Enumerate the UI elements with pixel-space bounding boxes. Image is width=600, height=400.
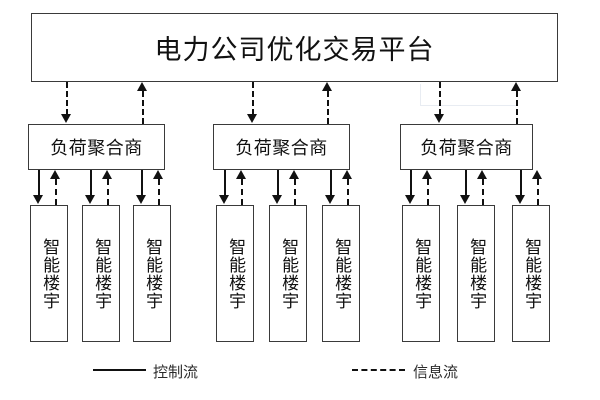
building-label-9: 智能楼宇 <box>522 237 542 310</box>
building-box-2[interactable]: 智能楼宇 <box>82 205 120 342</box>
connector-building-4-to-aggregator-2-up <box>241 179 243 205</box>
connector-building-2-to-aggregator-1-up <box>107 179 109 205</box>
building-label-5: 智能楼宇 <box>279 237 299 310</box>
building-box-7[interactable]: 智能楼宇 <box>402 205 440 342</box>
building-label-4: 智能楼宇 <box>226 237 246 310</box>
connector-aggregator-3-to-building-8-down <box>465 170 467 196</box>
connector-building-1-to-aggregator-1-up <box>55 179 57 205</box>
arrowhead-aggregator-2-to-platform-up <box>322 82 332 91</box>
connector-platform-to-aggregator-2-down <box>252 82 254 115</box>
arrowhead-platform-to-aggregator-3-down <box>434 114 444 123</box>
arrowhead-building-7-to-aggregator-3-up <box>422 170 432 179</box>
building-label-1: 智能楼宇 <box>40 237 60 310</box>
connector-aggregator-1-to-building-3-down <box>141 170 143 196</box>
aggregator-box-1[interactable]: 负荷聚合商 <box>28 124 165 170</box>
building-label-2: 智能楼宇 <box>92 237 112 310</box>
connector-aggregator-1-to-platform-up <box>142 91 144 124</box>
building-box-9[interactable]: 智能楼宇 <box>512 205 550 342</box>
selection-artifact <box>420 84 516 106</box>
connector-building-7-to-aggregator-3-up <box>427 179 429 205</box>
legend-information-flow-label: 信息流 <box>413 363 459 381</box>
aggregator-box-3[interactable]: 负荷聚合商 <box>400 124 533 170</box>
building-label-3: 智能楼宇 <box>143 237 163 310</box>
connector-aggregator-2-to-building-5-down <box>277 170 279 196</box>
aggregator-box-2[interactable]: 负荷聚合商 <box>213 124 350 170</box>
arrowhead-building-3-to-aggregator-1-up <box>153 170 163 179</box>
arrowhead-platform-to-aggregator-2-down <box>247 114 257 123</box>
aggregator-label-3: 负荷聚合商 <box>420 138 513 158</box>
arrowhead-building-4-to-aggregator-2-up <box>236 170 246 179</box>
connector-aggregator-2-to-building-4-down <box>224 170 226 196</box>
arrowhead-building-9-to-aggregator-3-up <box>532 170 542 179</box>
connector-aggregator-3-to-building-7-down <box>410 170 412 196</box>
arrowhead-building-1-to-aggregator-1-up <box>50 170 60 179</box>
connector-aggregator-2-to-platform-up <box>327 91 329 124</box>
arrowhead-aggregator-1-to-platform-up <box>137 82 147 91</box>
arrowhead-aggregator-2-to-building-4-down <box>219 195 229 204</box>
arrowhead-building-8-to-aggregator-3-up <box>477 170 487 179</box>
arrowhead-aggregator-3-to-building-8-down <box>460 195 470 204</box>
connector-aggregator-3-to-platform-up <box>516 91 518 124</box>
building-label-6: 智能楼宇 <box>332 237 352 310</box>
building-box-5[interactable]: 智能楼宇 <box>269 205 307 342</box>
arrowhead-aggregator-1-to-building-1-down <box>33 195 43 204</box>
building-box-1[interactable]: 智能楼宇 <box>30 205 68 342</box>
arrowhead-aggregator-1-to-building-2-down <box>85 195 95 204</box>
connector-aggregator-2-to-building-6-down <box>330 170 332 196</box>
platform-label: 电力公司优化交易平台 <box>154 35 435 65</box>
connector-aggregator-1-to-building-2-down <box>90 170 92 196</box>
arrowhead-aggregator-3-to-building-9-down <box>515 195 525 204</box>
arrowhead-aggregator-3-to-platform-up <box>511 82 521 91</box>
arrowhead-building-6-to-aggregator-2-up <box>342 170 352 179</box>
arrowhead-aggregator-2-to-building-5-down <box>272 195 282 204</box>
connector-platform-to-aggregator-3-down <box>439 82 441 115</box>
building-box-4[interactable]: 智能楼宇 <box>216 205 254 342</box>
arrowhead-aggregator-1-to-building-3-down <box>136 195 146 204</box>
legend-control-flow-label: 控制流 <box>153 363 199 381</box>
arrowhead-aggregator-3-to-building-7-down <box>405 195 415 204</box>
arrowhead-building-5-to-aggregator-2-up <box>289 170 299 179</box>
building-label-8: 智能楼宇 <box>467 237 487 310</box>
legend-control-flow-line <box>93 369 146 371</box>
arrowhead-building-2-to-aggregator-1-up <box>102 170 112 179</box>
connector-building-9-to-aggregator-3-up <box>537 179 539 205</box>
connector-platform-to-aggregator-1-down <box>66 82 68 115</box>
connector-aggregator-3-to-building-9-down <box>520 170 522 196</box>
arrowhead-platform-to-aggregator-1-down <box>61 114 71 123</box>
building-box-6[interactable]: 智能楼宇 <box>322 205 360 342</box>
building-box-3[interactable]: 智能楼宇 <box>133 205 171 342</box>
connector-building-3-to-aggregator-1-up <box>158 179 160 205</box>
legend-information-flow-line <box>352 369 405 371</box>
aggregator-label-1: 负荷聚合商 <box>50 138 143 158</box>
connector-building-5-to-aggregator-2-up <box>294 179 296 205</box>
connector-aggregator-1-to-building-1-down <box>38 170 40 196</box>
building-box-8[interactable]: 智能楼宇 <box>457 205 495 342</box>
connector-building-8-to-aggregator-3-up <box>482 179 484 205</box>
connector-building-6-to-aggregator-2-up <box>347 179 349 205</box>
arrowhead-aggregator-2-to-building-6-down <box>325 195 335 204</box>
platform-box[interactable]: 电力公司优化交易平台 <box>31 13 558 82</box>
building-label-7: 智能楼宇 <box>412 237 432 310</box>
aggregator-label-2: 负荷聚合商 <box>235 138 328 158</box>
